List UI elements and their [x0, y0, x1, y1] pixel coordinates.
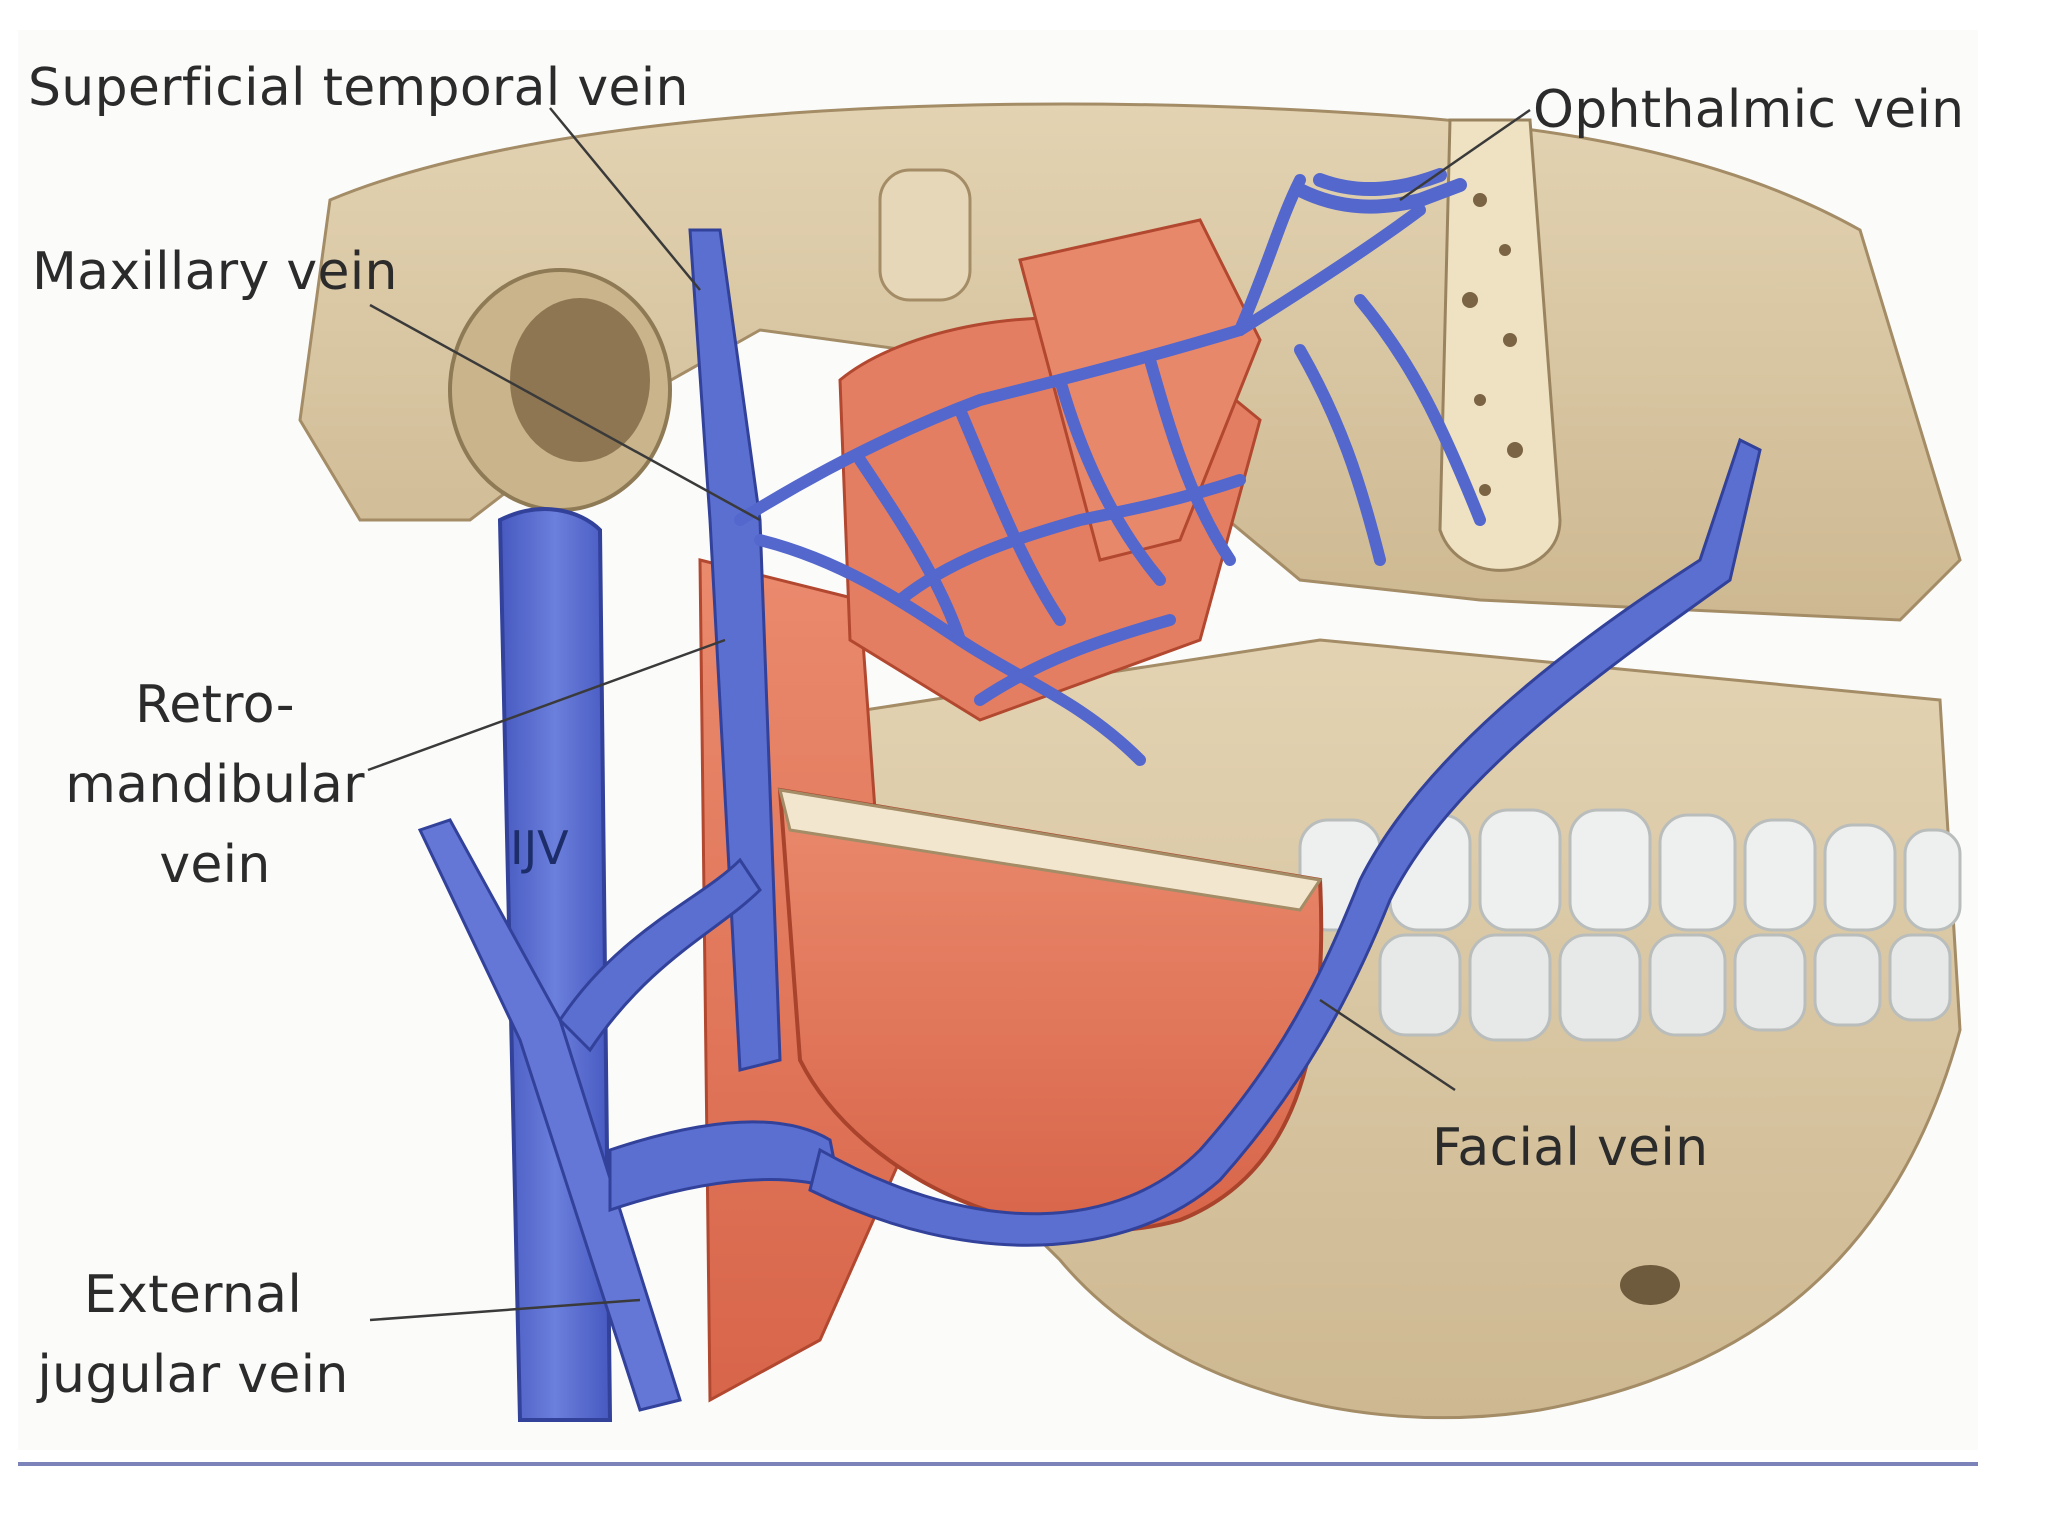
- label-retromandibular-vein: Retro- mandibular vein: [50, 665, 380, 905]
- bottom-divider: [18, 1462, 1978, 1466]
- leader-maxillary: [369, 303, 761, 522]
- label-external-jugular-line1: External: [83, 1265, 303, 1325]
- communicating-vein: [558, 857, 762, 1053]
- retromandibular-vein-vessel: [688, 228, 782, 1072]
- orbital-bone-pores: [1462, 193, 1523, 496]
- label-ijv: IJV: [510, 821, 569, 875]
- label-external-jugular-line2: jugular vein: [37, 1345, 349, 1405]
- label-superficial-temporal-vein: Superficial temporal vein: [28, 58, 689, 118]
- label-retromandibular-line1: Retro-: [135, 675, 295, 735]
- external-jugular-vein-vessel: [417, 818, 682, 1412]
- label-external-jugular-vein: External jugular vein: [28, 1255, 358, 1415]
- leader-retromandibular: [367, 638, 726, 772]
- upper-teeth: [1298, 808, 1962, 932]
- leader-facial: [1319, 998, 1456, 1092]
- orbital-bone-section: [1438, 118, 1562, 572]
- leader-ophthalmic: [1399, 108, 1531, 202]
- leader-external-jugular: [369, 1298, 641, 1322]
- label-ophthalmic-vein: Ophthalmic vein: [1533, 80, 1965, 140]
- label-retromandibular-line2: mandibular: [65, 755, 365, 815]
- zygomatic-arch: [878, 168, 972, 302]
- label-retromandibular-line3: vein: [159, 835, 271, 895]
- facial-vein-vessel: [808, 437, 1762, 1247]
- external-acoustic-meatus-inner: [510, 298, 650, 462]
- leader-superficial-temporal: [549, 107, 701, 291]
- lower-teeth: [1378, 933, 1952, 1042]
- label-facial-vein: Facial vein: [1432, 1118, 1709, 1178]
- masseter-cut-edge: [777, 788, 1323, 912]
- ophthalmic-vein-vessel: [1293, 168, 1467, 214]
- temporalis-muscle: [1018, 218, 1262, 562]
- pterygoid-venous-plexus: [734, 174, 1486, 766]
- label-maxillary-vein: Maxillary vein: [32, 242, 398, 302]
- mental-foramen: [1620, 1265, 1680, 1305]
